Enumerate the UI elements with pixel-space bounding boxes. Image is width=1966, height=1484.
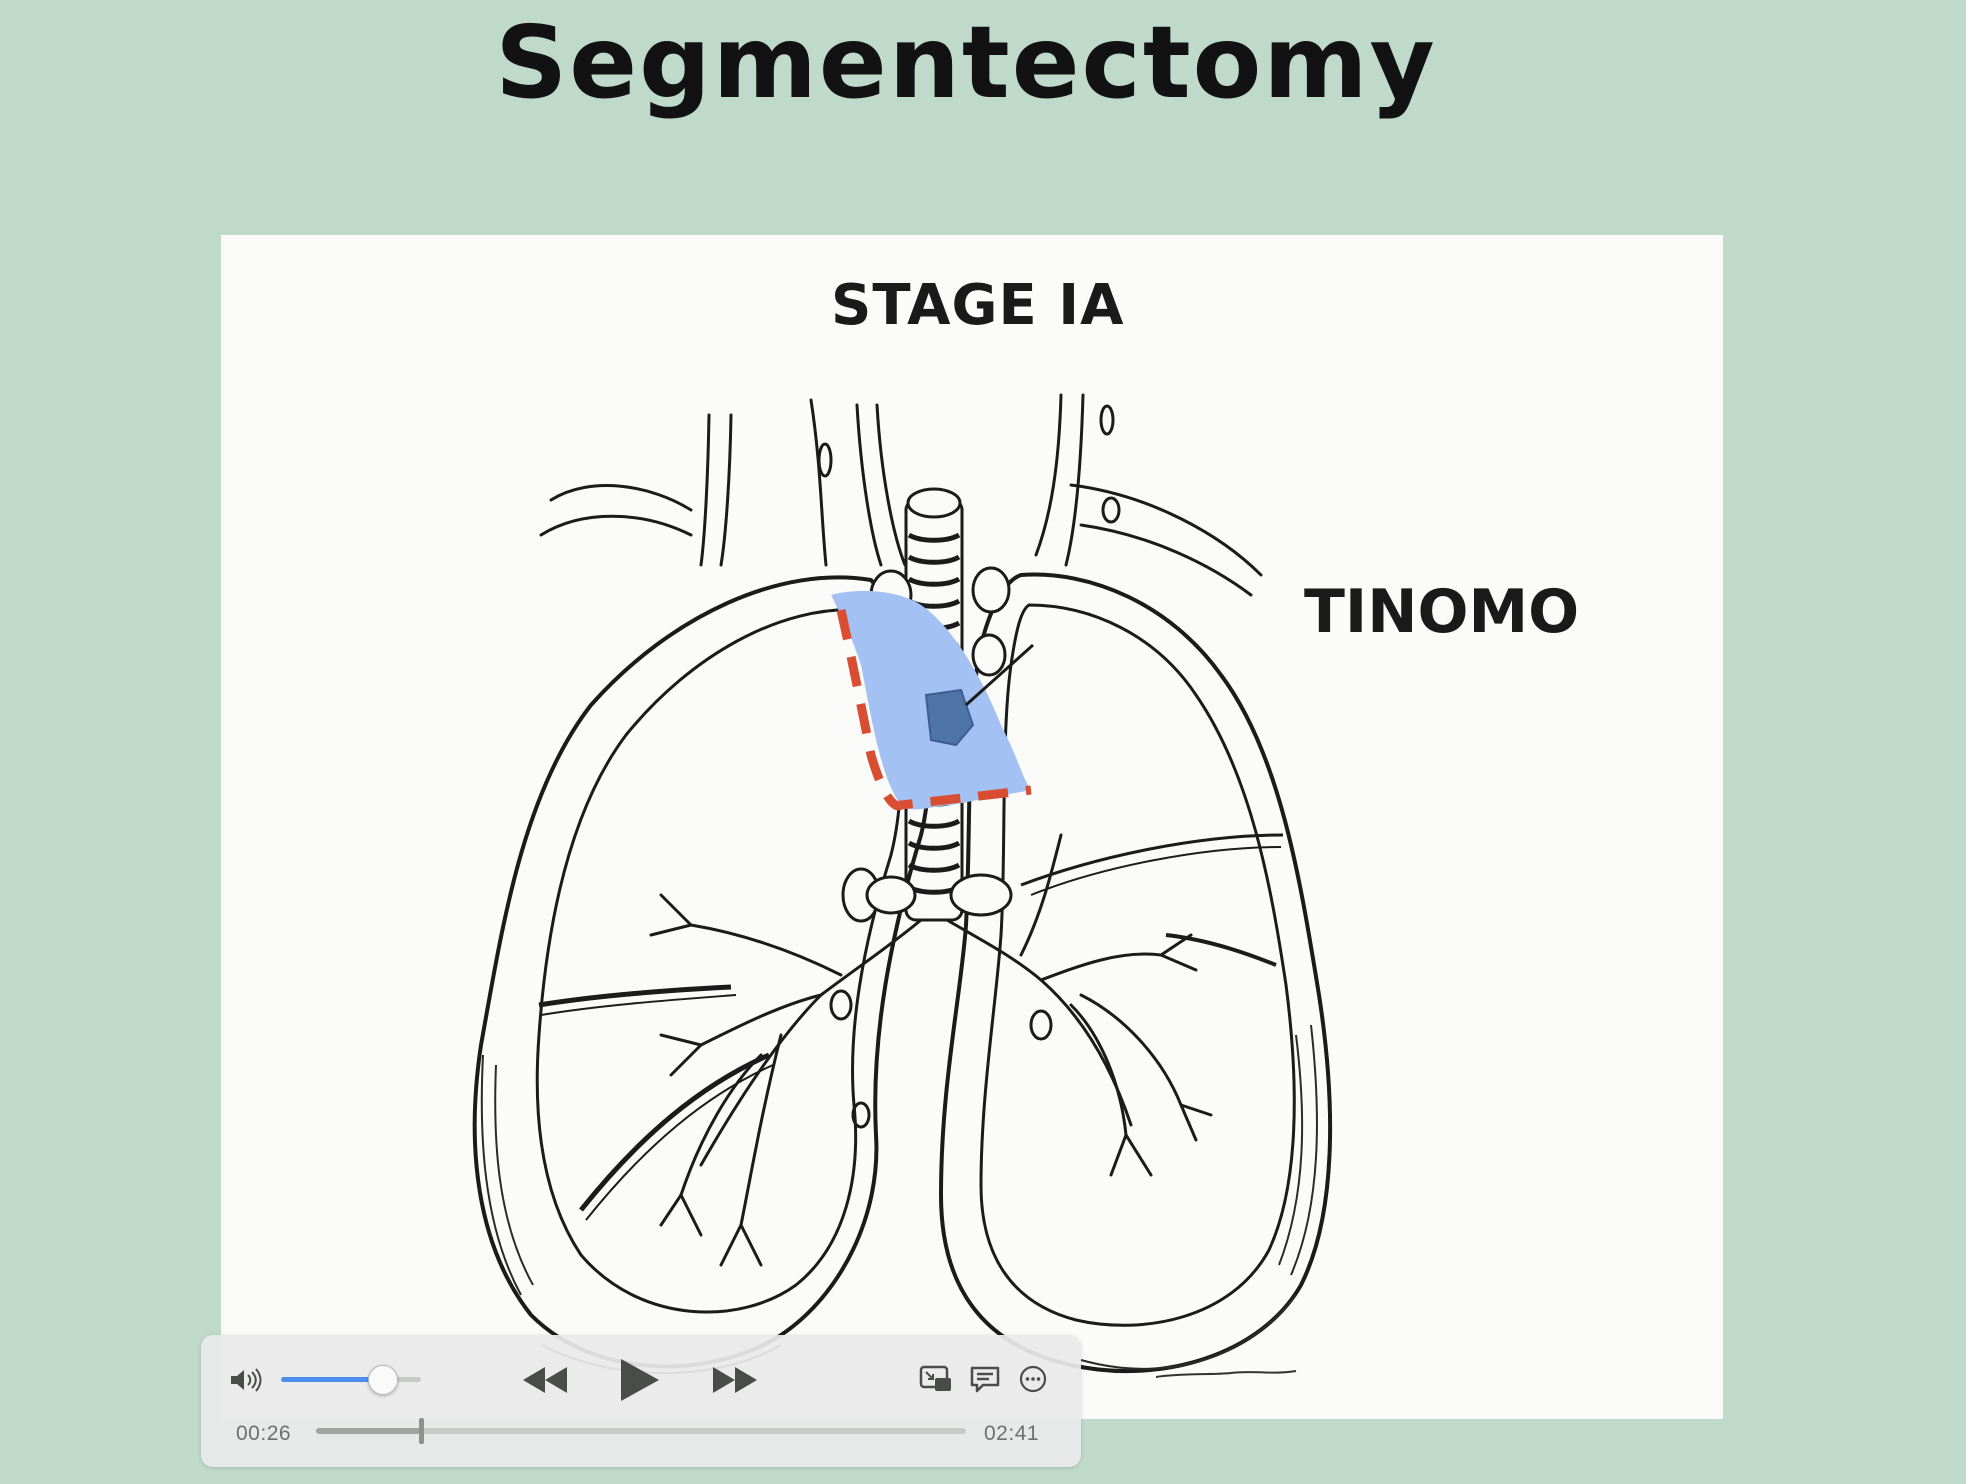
fast-forward-icon[interactable]: [709, 1363, 761, 1397]
volume-icon[interactable]: [227, 1365, 263, 1395]
more-options-icon[interactable]: [1019, 1365, 1047, 1393]
tumor-stage-label: TINOMO: [1304, 577, 1580, 647]
bronchial-tree: [649, 833, 1213, 1267]
resection-line: [836, 609, 1032, 811]
aortic-vessel: [1034, 393, 1063, 557]
trachea-ring: [907, 818, 961, 829]
trachea-ring: [907, 576, 961, 587]
right-neck-vessel-inner: [875, 403, 907, 567]
left-neck-vessel: [699, 413, 711, 567]
left-neck-vessel-inner: [719, 413, 733, 567]
figure-title: STAGE IA: [831, 273, 1125, 338]
slide-title: Segmentectomy: [495, 4, 1437, 121]
total-duration: 02:41: [984, 1422, 1040, 1445]
trachea-ring: [907, 532, 961, 543]
tumor: [924, 688, 975, 747]
current-time: 00:26: [236, 1422, 292, 1445]
scrubber-progress: [316, 1428, 421, 1434]
scrubber-track: [316, 1428, 966, 1434]
right-lung: [472, 575, 931, 1369]
label-pointer: [964, 643, 1035, 707]
trachea-ring: [907, 554, 961, 565]
trachea-ring: [907, 840, 961, 851]
lung-drawing: [472, 393, 1333, 1378]
captions-icon[interactable]: [969, 1364, 1001, 1394]
lung-illustration: STAGE IA TINOMO: [221, 235, 1723, 1419]
volume-slider[interactable]: [281, 1365, 421, 1395]
volume-level: [281, 1377, 382, 1382]
pleural-texture: [480, 1024, 1318, 1375]
scrubber-playhead[interactable]: [418, 1418, 424, 1444]
playback-scrubber[interactable]: [316, 1418, 966, 1444]
aortic-vessel-inner: [1064, 393, 1085, 567]
video-player-controls: 00:26 02:41: [201, 1335, 1081, 1467]
picture-in-picture-icon[interactable]: [919, 1364, 953, 1394]
right-neck-vessel: [855, 403, 883, 567]
volume-knob[interactable]: [367, 1365, 398, 1395]
left-lung: [939, 572, 1333, 1373]
play-icon[interactable]: [613, 1355, 663, 1405]
rewind-icon[interactable]: [519, 1363, 571, 1397]
artist-signature: [1155, 1370, 1297, 1378]
